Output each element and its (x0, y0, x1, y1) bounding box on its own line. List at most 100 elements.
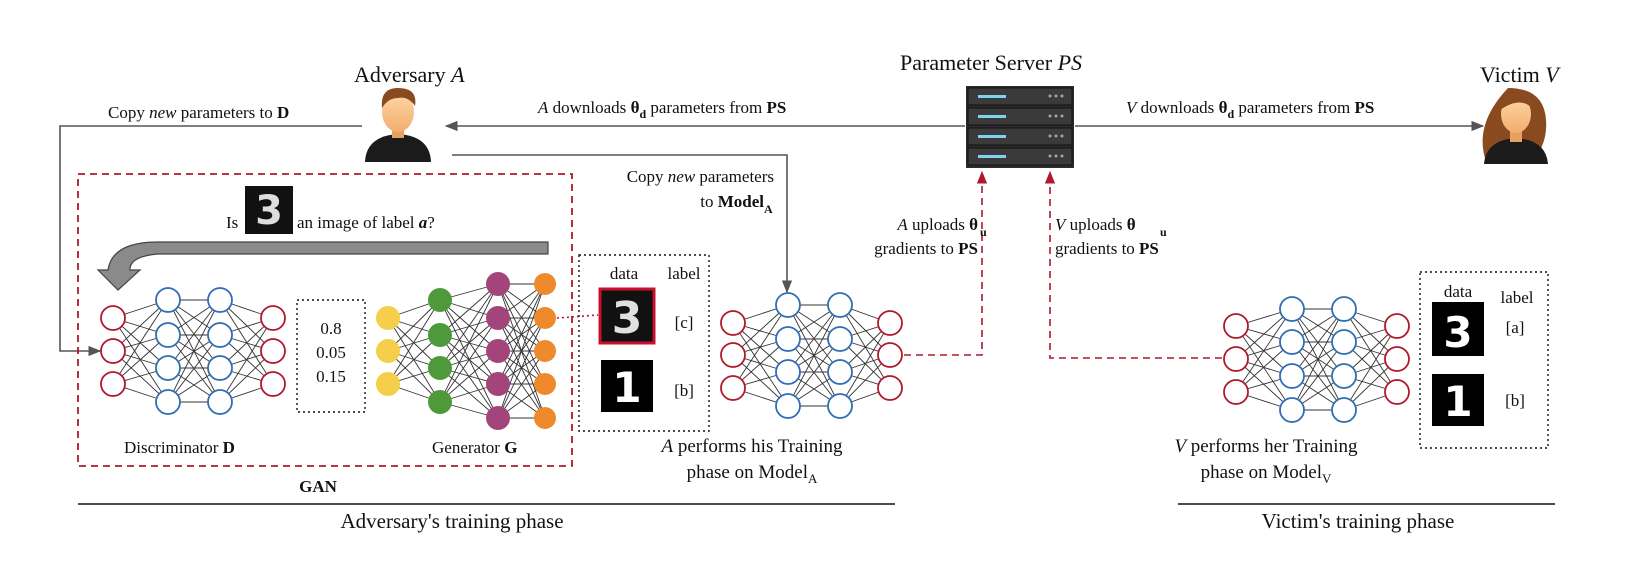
feedback-arrow-icon (96, 241, 549, 291)
neuron-node (207, 389, 233, 415)
neuron-node (720, 342, 746, 368)
neuron-node (100, 371, 126, 397)
discriminator-label: Discriminator D (124, 438, 235, 457)
generator-label: Generator G (432, 438, 517, 457)
neuron-node (534, 373, 556, 395)
server-icon (966, 86, 1074, 168)
adv-sample-2-icon: 1 (601, 360, 653, 412)
neuron-node (534, 307, 556, 329)
adv-training-line1: A performs his Training (659, 436, 843, 457)
neuron-node (155, 389, 181, 415)
neuron-node (720, 310, 746, 336)
neuron-node (207, 322, 233, 348)
adversary-avatar-icon (365, 88, 431, 162)
vic-sample-1-icon: 3 (1432, 302, 1484, 357)
vic-label-1: [a] (1506, 318, 1525, 337)
model-v-network (1223, 296, 1410, 423)
neuron-node (376, 372, 400, 396)
neuron-node (877, 375, 903, 401)
neuron-node (100, 305, 126, 331)
neuron-node (1331, 397, 1357, 423)
neuron-node (155, 287, 181, 313)
neuron-node (486, 306, 510, 330)
download-arrows (59, 120, 1485, 357)
a-uploads-sub: u (980, 225, 987, 239)
neuron-node (1279, 363, 1305, 389)
neuron-node (207, 355, 233, 381)
neuron-node (428, 390, 452, 414)
neuron-node (827, 326, 853, 352)
neuron-node (155, 322, 181, 348)
neuron-node (1279, 296, 1305, 322)
neuron-node (260, 371, 286, 397)
score-1: 0.8 (320, 319, 341, 338)
neuron-node (775, 326, 801, 352)
neuron-node (1223, 346, 1249, 372)
neuron-node (486, 372, 510, 396)
neuron-node (534, 407, 556, 429)
neuron-node (428, 288, 452, 312)
neuron-node (1331, 363, 1357, 389)
v-uploads-sub: u (1160, 225, 1167, 239)
copy-to-model-sub: A (764, 202, 773, 216)
neuron-node (428, 323, 452, 347)
model-a-network (720, 292, 903, 419)
vic-training-line1: V performs her Training (1174, 436, 1358, 457)
neuron-node (1223, 313, 1249, 339)
generated-digit-small-icon: 3 (245, 186, 293, 234)
neuron-node (260, 338, 286, 364)
adv-training-line2: phase on ModelA (687, 462, 818, 486)
neuron-node (877, 342, 903, 368)
gan-question-text: an image of label a? (297, 213, 435, 232)
victim-title: Victim V (1480, 62, 1561, 87)
neural-networks (100, 272, 1410, 430)
generator-to-data-connector (556, 314, 599, 319)
neuron-node (376, 306, 400, 330)
vic-sample-2-icon: 1 (1432, 374, 1484, 426)
adv-label-header: label (667, 264, 700, 283)
neuron-node (486, 406, 510, 430)
neuron-node (1331, 329, 1357, 355)
vic-data-header: data (1444, 282, 1473, 301)
adv-label-1: [c] (675, 313, 694, 332)
svg-text:3: 3 (1443, 308, 1472, 357)
adversary-title: Adversary A (354, 62, 465, 87)
vic-label-2: [b] (1505, 391, 1525, 410)
svg-text:1: 1 (612, 363, 641, 412)
a-uploads-line2: gradients to PS (874, 239, 978, 258)
adversary-phase-label: Adversary's training phase (340, 509, 563, 533)
neuron-node (100, 338, 126, 364)
neuron-node (486, 339, 510, 363)
neuron-node (207, 287, 233, 313)
neuron-node (260, 305, 286, 331)
v-uploads-line1: V uploads θ (1055, 215, 1136, 234)
adv-data-header: data (610, 264, 639, 283)
vic-training-line2: phase on ModelV (1201, 462, 1332, 486)
copy-to-d-label: Copy new parameters to D (108, 103, 289, 122)
gan-box (77, 173, 573, 467)
v-uploads-line2: gradients to PS (1055, 239, 1159, 258)
neuron-node (1384, 379, 1410, 405)
score-2: 0.05 (316, 343, 346, 362)
neuron-node (1279, 329, 1305, 355)
neuron-node (1223, 379, 1249, 405)
svg-text:3: 3 (612, 293, 643, 344)
generator-network (376, 272, 556, 430)
a-uploads-line1: A uploads θ (896, 215, 978, 234)
copy-to-model-line1: Copy new parameters (627, 167, 774, 186)
neuron-node (1384, 313, 1410, 339)
vic-label-header: label (1500, 288, 1533, 307)
neuron-node (534, 340, 556, 362)
neuron-node (486, 272, 510, 296)
copy-to-model-line2: to Model (700, 192, 764, 211)
neuron-node (827, 359, 853, 385)
gan-title: GAN (299, 477, 338, 496)
victim-avatar-icon (1482, 88, 1548, 164)
neuron-node (827, 393, 853, 419)
neuron-node (775, 292, 801, 318)
neuron-node (376, 339, 400, 363)
neuron-node (1384, 346, 1410, 372)
upload-arrows (880, 170, 1222, 359)
score-3: 0.15 (316, 367, 346, 386)
neuron-node (155, 355, 181, 381)
